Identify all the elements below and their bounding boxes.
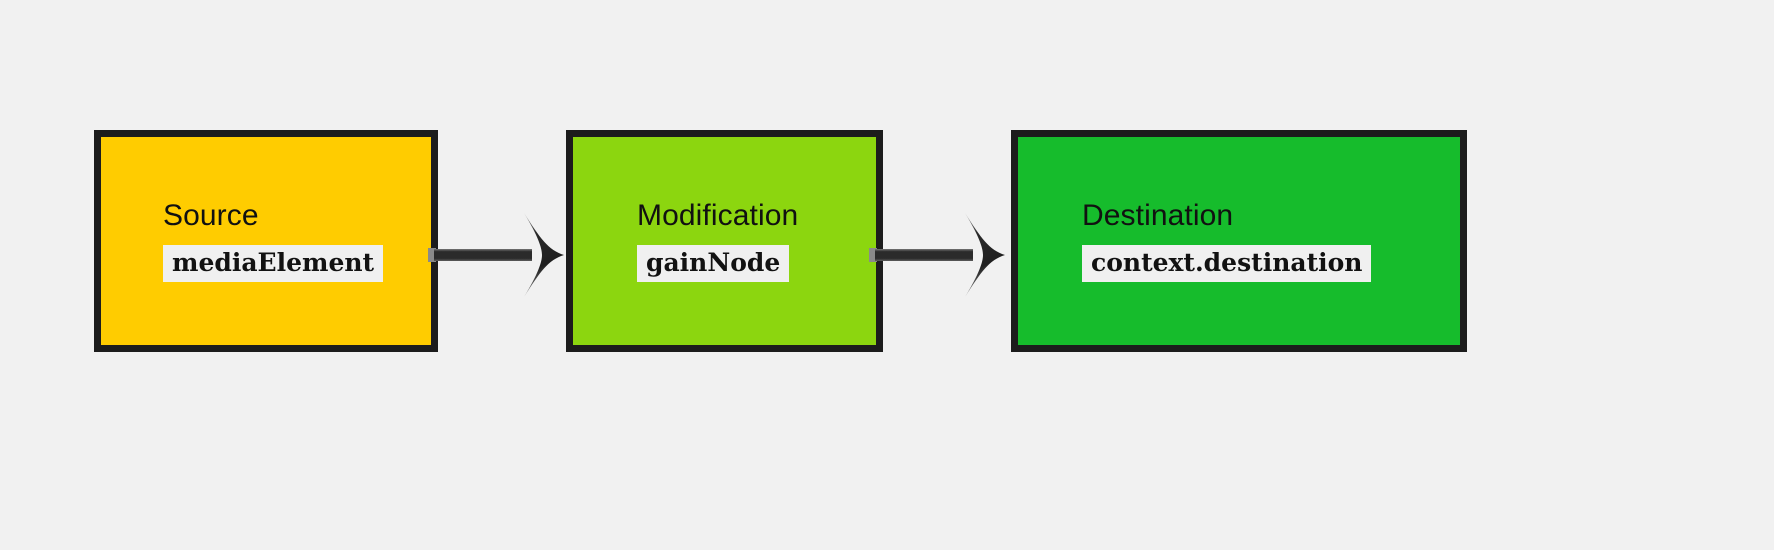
node-modification-code: gainNode (637, 244, 790, 282)
node-modification[interactable]: Modification gainNode (566, 130, 883, 352)
arrow-icon (869, 213, 1005, 297)
node-modification-title: Modification (637, 199, 799, 232)
node-source-title: Source (163, 199, 259, 232)
node-destination-code: context.destination (1082, 244, 1372, 282)
edge-modification-to-destination (869, 210, 1021, 300)
arrow-icon (428, 213, 564, 297)
node-source-code: mediaElement (163, 244, 384, 282)
edge-source-to-modification (428, 210, 580, 300)
node-source[interactable]: Source mediaElement (94, 130, 438, 352)
node-destination[interactable]: Destination context.destination (1011, 130, 1467, 352)
node-destination-title: Destination (1082, 199, 1234, 232)
